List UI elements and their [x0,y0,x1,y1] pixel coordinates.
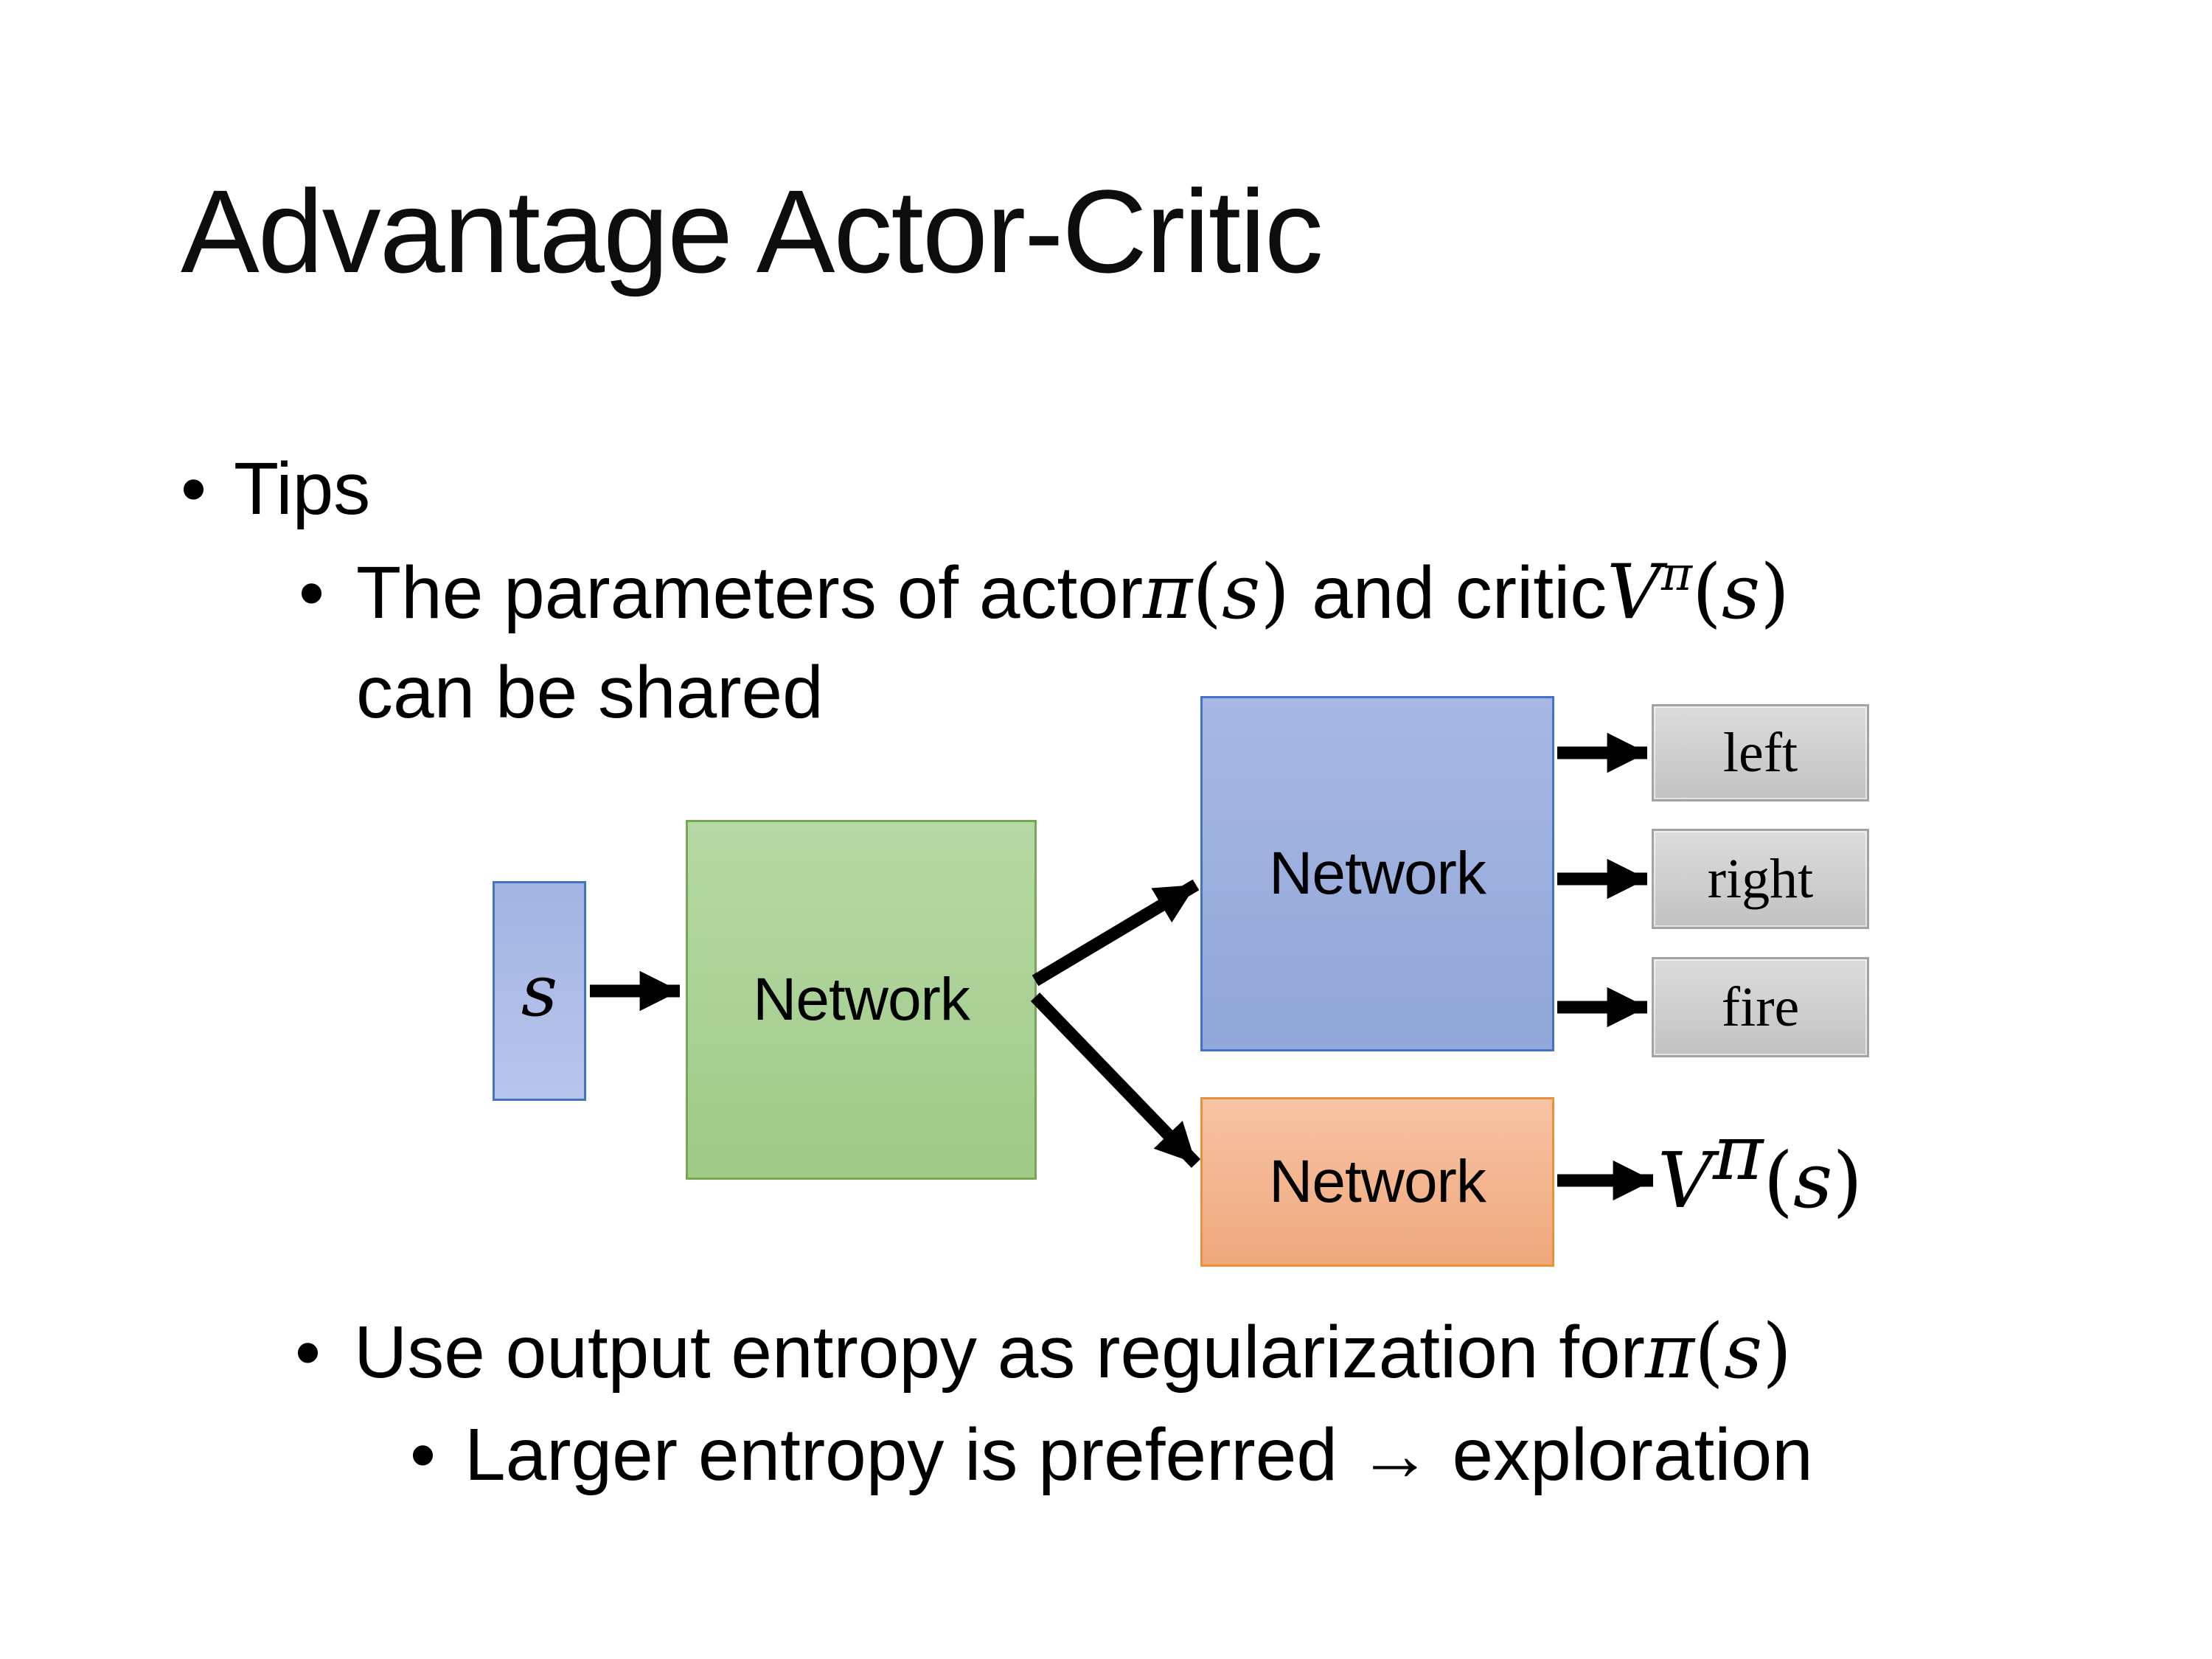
slide-title: Advantage Actor-Critic [181,165,1324,297]
exploration-text: Larger entropy is preferred → exploratio… [465,1413,1813,1496]
action-label-right: right [1707,847,1814,910]
param-text-mid: and critic [1312,552,1607,634]
action-box-right: right [1652,829,1869,929]
lparen: ( [1763,1135,1794,1225]
bullet-dot: • [181,448,207,530]
V-symbol: V [1658,1135,1714,1225]
critic-network-label: Network [1269,1148,1486,1215]
bullet-dot: • [295,1311,321,1394]
state-box: s [493,881,586,1101]
rparen: ) [1260,549,1290,636]
s-symbol: s [1723,1308,1763,1396]
s-symbol: s [1793,1135,1833,1225]
s-symbol: s [1221,549,1261,636]
rparen: ) [1832,1135,1863,1225]
pi-superscript: π [1713,1107,1764,1197]
s-symbol: s [1721,549,1761,636]
lparen: ( [1692,549,1722,636]
pi-superscript: π [1660,547,1693,602]
action-box-left: left [1652,704,1869,801]
shared-network-box: Network [686,820,1037,1180]
tips-bullet-line: • Tips [181,445,370,532]
param-text-prefix: The parameters of actor [356,552,1144,634]
critic-output-label: V π ( s ) [1658,1107,1863,1228]
rparen: ) [1760,549,1790,636]
action-label-left: left [1722,721,1798,784]
state-label: s [521,950,558,1032]
actor-network-box: Network [1200,696,1554,1051]
arrow-shared-to-actor [1032,879,1200,987]
lparen: ( [1192,549,1222,636]
critic-network-box: Network [1200,1097,1554,1267]
bullet-dot: • [299,552,325,634]
shared-network-label: Network [753,966,970,1033]
action-box-fire: fire [1652,957,1869,1057]
actor-network-label: Network [1269,840,1486,907]
rparen: ) [1762,1308,1792,1396]
V-symbol: V [1607,549,1661,636]
arrow-shared-to-critic [1030,992,1201,1168]
exploration-bullet-line: • Larger entropy is preferred → explorat… [410,1411,1813,1498]
param-continuation: can be shared [356,651,824,734]
lparen: ( [1694,1308,1724,1396]
bullet-dot: • [410,1413,437,1496]
pi-symbol: π [1644,1308,1695,1396]
entropy-text-prefix: Use output entropy as regularization for [354,1311,1645,1394]
action-label-fire: fire [1721,975,1800,1038]
pi-symbol: π [1143,549,1193,636]
tips-label: Tips [234,448,371,530]
entropy-bullet-line: • Use output entropy as regularization f… [295,1308,1792,1397]
param-bullet-line: • The parameters of actor π ( s ) and cr… [299,547,1790,637]
